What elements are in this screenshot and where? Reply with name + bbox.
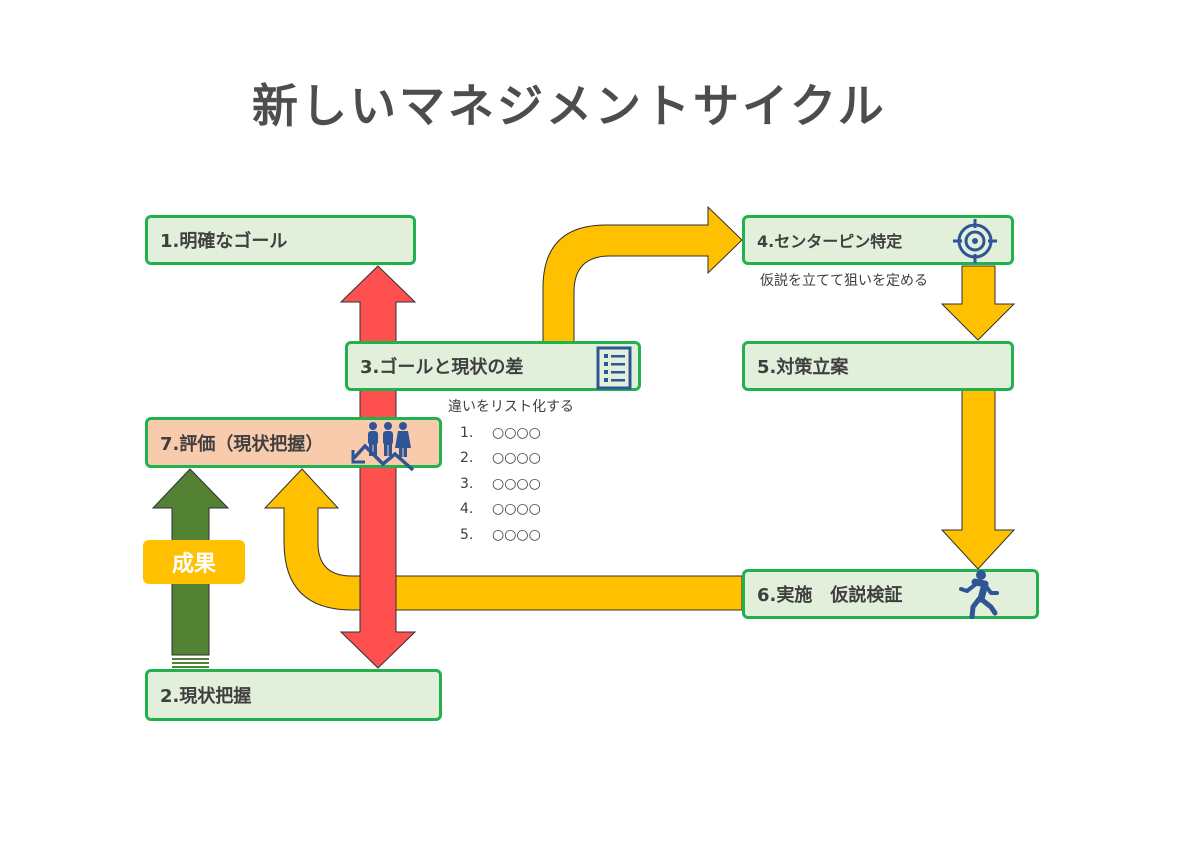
list-item: 4.○○○○: [460, 501, 541, 518]
step-gap-label: 3.ゴールと現状の差: [360, 357, 524, 378]
list-item: 5.○○○○: [460, 526, 541, 543]
target-icon: [953, 219, 997, 263]
checklist-icon: [596, 346, 632, 390]
step-current-label: 2.現状把握: [160, 686, 252, 707]
list-item: 2.○○○○: [460, 450, 541, 467]
hypothesis-note: 仮説を立てて狙いを定める: [760, 273, 928, 289]
list-item: 1.○○○○: [460, 424, 541, 441]
arrow-measures-to-execute: [940, 389, 1016, 570]
list-item: 3.○○○○: [460, 475, 541, 492]
team-growth-icon: [351, 422, 415, 472]
page-title: 新しいマネジメントサイクル: [252, 79, 887, 133]
step-goal: 1.明確なゴール: [145, 215, 416, 265]
arrow-gap-to-centerpin: [542, 205, 743, 346]
step-evaluate: 7.評価（現状把握）: [145, 417, 442, 472]
arrow-result-tail-stripes: [172, 658, 209, 668]
arrow-execute-to-evaluate: [263, 468, 743, 611]
step-goal-label: 1.明確なゴール: [160, 231, 288, 252]
step-centerpin-label: 4.センターピン特定: [757, 232, 903, 251]
arrow-centerpin-to-measures: [940, 265, 1016, 341]
step-gap: 3.ゴールと現状の差: [345, 341, 641, 391]
result-badge: 成果: [143, 540, 245, 584]
step-execute: 6.実施 仮説検証: [742, 569, 1039, 619]
step-evaluate-label: 7.評価（現状把握）: [160, 433, 324, 455]
gap-list: 1.○○○○ 2.○○○○ 3.○○○○ 4.○○○○ 5.○○○○: [460, 420, 541, 548]
step-centerpin: 4.センターピン特定: [742, 215, 1014, 265]
running-person-icon: [959, 570, 999, 619]
step-measures-label: 5.対策立案: [757, 357, 849, 378]
step-execute-label: 6.実施 仮説検証: [757, 585, 903, 606]
step-measures: 5.対策立案: [742, 341, 1014, 391]
step-current: 2.現状把握: [145, 669, 442, 721]
list-heading: 違いをリスト化する: [448, 399, 574, 415]
